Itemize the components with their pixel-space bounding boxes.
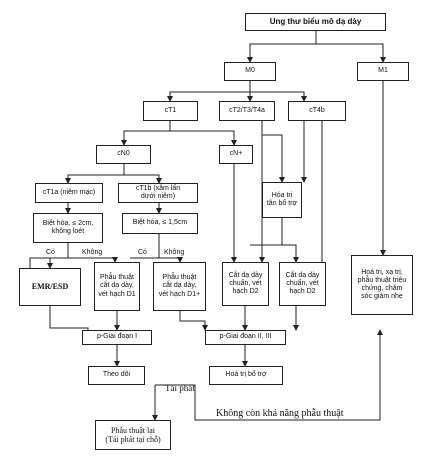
connector-bh1-extra [29, 257, 50, 268]
pstage-1-node: p-Giai đoạn I [82, 330, 152, 345]
cn0-node: cN0 [96, 145, 151, 164]
connector-inoperable-palliative [155, 329, 383, 421]
connector-bh2-pt2 [159, 257, 183, 263]
connector-m0-ct4b [250, 91, 307, 102]
cnplus-node: cN+ [219, 145, 253, 164]
connector-root-m0 [247, 31, 317, 63]
pstage-2-3-node: p-Giai đoạn II, III [205, 330, 286, 345]
palliative-care-node: Hoá trị, xạ trị, phẫu thuật triệu chứng,… [351, 255, 413, 315]
gastrectomy-d2-node-2: Cắt dạ dày chuẩn, vét hạch D2 [279, 262, 326, 306]
connector-ct2-hoatri [262, 134, 285, 183]
connector-hoatri-cat2 [282, 244, 299, 263]
connector-m0-ct1 [167, 81, 251, 102]
connector-cn0-ct1b [124, 174, 162, 184]
label-co-2: Có [138, 249, 147, 256]
connector-emr-pg1-tip [80, 327, 89, 330]
surgery-d1-node: Phẫu thuật cắt dạ dày, vét hạch D1 [94, 262, 140, 311]
surgery-d1plus-node: Phẫu thuật cắt dạ dày, vét hạch D1+ [153, 262, 206, 311]
connector-bh1-emr [47, 243, 69, 269]
biet-hoa-2cm-node: Biệt hóa, ≤ 2cm, không loét [33, 213, 103, 243]
connector-pt2-pg23 [179, 311, 208, 331]
connector-cn0-ct1a [65, 164, 125, 184]
connector-emr-pg1 [49, 306, 80, 329]
connector-root-m1 [316, 43, 386, 63]
m1-node: M1 [357, 62, 409, 81]
label-khong-1: Không [82, 249, 103, 256]
emr-esd-node: EMR/ESD [19, 268, 81, 306]
connector-bh1-pt1 [68, 257, 118, 263]
ct1-node: cT1 [143, 101, 198, 121]
m0-node: M0 [224, 62, 276, 81]
gastrectomy-d2-node-1: Cắt dạ dày chuẩn, vét hạch D2 [222, 262, 269, 306]
ct1b-node: cT1b (xâm lấn dưới niêm) [118, 183, 198, 203]
connector-ct1-cnplus [170, 130, 237, 146]
label-tai-phat: Tái phát [165, 383, 195, 393]
connector-ct1-cn0 [121, 121, 171, 146]
label-khong-2: Không [164, 249, 185, 256]
root-node: Ung thư biểu mô dạ dày [245, 13, 386, 31]
neoadjuvant-chemo-node: Hóa trị tân bổ trợ [262, 182, 302, 218]
label-co-1: Có [46, 249, 55, 256]
adjuvant-chemo-node: Hoá trị bổ trợ [209, 366, 283, 385]
ct2-t3-t4a-node: cT2/T3/T4a [219, 101, 275, 121]
connector-hoatri-cat1 [250, 218, 283, 246]
biet-hoa-1-5cm-node: Biệt hóa, ≤ 1,5cm [122, 213, 198, 234]
reoperation-node: Phẫu thuật lại (Tái phát tại chỗ) [95, 420, 171, 450]
ct4b-node: cT4b [288, 101, 346, 121]
ct1a-node: cT1a (niêm mạc) [35, 183, 103, 203]
label-inoperable: Không còn khả năng phẫu thuật [216, 408, 344, 419]
follow-up-node: Theo dõi [88, 366, 145, 385]
